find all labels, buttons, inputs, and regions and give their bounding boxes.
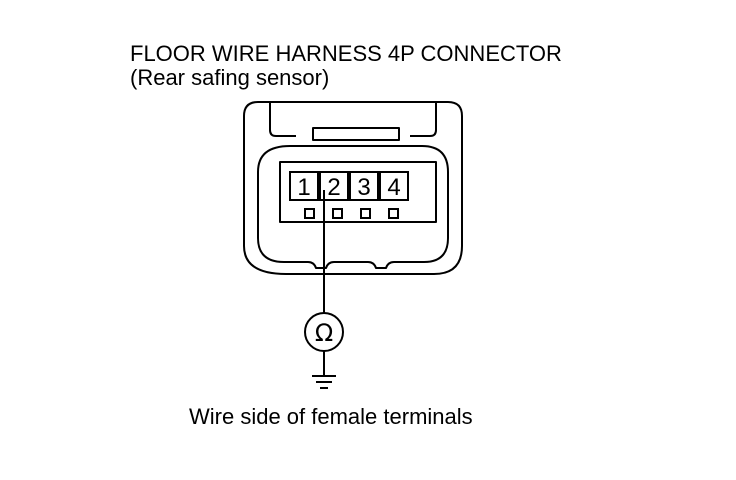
pin-label-1: 1 (297, 174, 310, 201)
terminal-window-3 (360, 208, 371, 219)
pin-label-2: 2 (327, 174, 340, 201)
terminal-block (279, 161, 437, 223)
locking-tab-slot (312, 127, 400, 141)
terminal-window-4 (388, 208, 399, 219)
ground-icon (312, 375, 336, 389)
diagram-title: FLOOR WIRE HARNESS 4P CONNECTOR (130, 41, 562, 66)
ohmmeter-icon: Ω (304, 312, 344, 352)
pin-box-2 (319, 171, 349, 201)
housing-shoulder-left (269, 102, 296, 137)
pin-box-3 (349, 171, 379, 201)
pin-label-4: 4 (387, 174, 400, 201)
pin-box-4 (379, 171, 409, 201)
ohm-symbol: Ω (315, 319, 333, 347)
pin-label-3: 3 (357, 174, 370, 201)
terminal-window-2 (332, 208, 343, 219)
housing-shoulder-right (410, 102, 437, 137)
pin-box-1 (289, 171, 319, 201)
terminal-side-caption: Wire side of female terminals (189, 404, 473, 429)
diagram-subtitle: (Rear safing sensor) (130, 65, 330, 90)
connector-housing-inner (257, 145, 449, 269)
connector-housing-outer (243, 101, 463, 275)
terminal-window-1 (304, 208, 315, 219)
